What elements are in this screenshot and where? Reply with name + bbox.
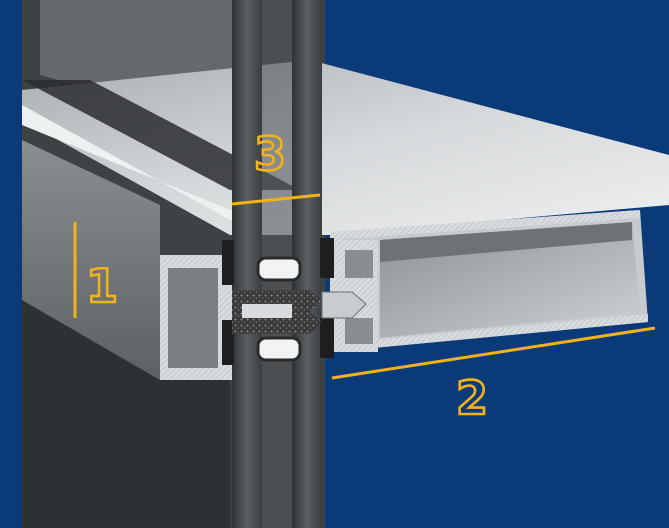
gasket-right-top bbox=[320, 238, 334, 278]
mullion-front-left bbox=[22, 140, 160, 380]
mullion-rail-dark bbox=[22, 80, 300, 190]
label-2: 2 bbox=[456, 371, 488, 425]
mullion-box-hatch-top bbox=[330, 210, 640, 240]
dimension-line-2 bbox=[331, 326, 656, 380]
gasket-right-bottom bbox=[320, 318, 334, 358]
mullion-box-hatch-bottom bbox=[330, 314, 648, 352]
center-connector-cavity-bottom bbox=[345, 318, 373, 344]
gasket-left-top bbox=[222, 240, 234, 285]
dimension-line-3 bbox=[231, 193, 321, 206]
left-profile-cavity bbox=[168, 268, 218, 368]
label-1: 1 bbox=[86, 259, 118, 313]
glass-pane-inner bbox=[292, 0, 322, 528]
label-3: 3 bbox=[254, 127, 286, 181]
spacer-top bbox=[256, 256, 302, 282]
spacer-bottom bbox=[256, 336, 302, 362]
center-connector-cavity-top bbox=[345, 250, 373, 278]
mullion-box-inner-shadow bbox=[380, 222, 632, 262]
foam-slot bbox=[242, 304, 292, 318]
gasket-left-bottom bbox=[222, 320, 234, 365]
glass-pane-outer bbox=[232, 0, 262, 528]
clip-arrow bbox=[321, 291, 367, 319]
